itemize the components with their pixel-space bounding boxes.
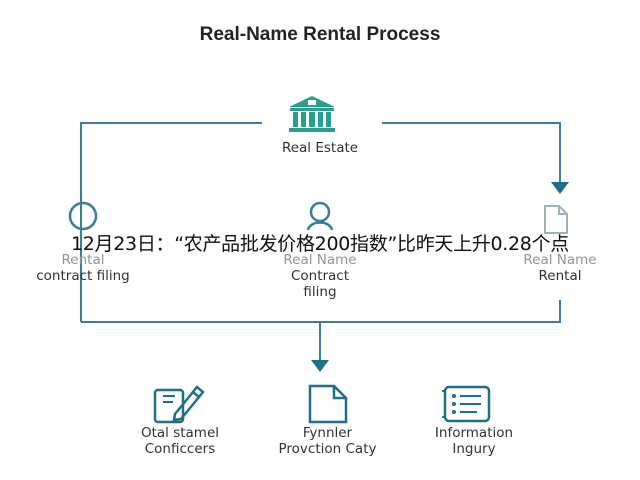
middle-node-2-line3: filing xyxy=(303,284,337,300)
document-icon xyxy=(308,384,348,424)
middle-node-1-label: Rental contract filing xyxy=(18,252,148,284)
bottom-node-2-label: Fynnler Provction Caty xyxy=(255,425,400,457)
connector-bottom-bar xyxy=(81,300,561,323)
bottom-node-1-label: Otal stamel Conficcers xyxy=(110,425,250,457)
building-icon xyxy=(289,96,335,132)
middle-node-3-line2: Rental xyxy=(538,268,582,284)
person-icon xyxy=(306,201,334,231)
middle-node-2-line2: Contract xyxy=(290,268,350,284)
diagram-title: Real-Name Rental Process xyxy=(199,24,441,45)
edit-document-icon xyxy=(153,385,205,424)
person-icon xyxy=(68,201,98,231)
middle-node-2-line1: Real Name xyxy=(283,252,357,268)
overlay-caption: 12月23日：“农产品批发价格200指数”比昨天上升0.28个点 xyxy=(70,233,569,255)
arrowhead-middle xyxy=(311,360,329,372)
bottom-node-2-line1: Fynnler xyxy=(302,425,353,441)
bottom-node-1-line1: Otal stamel xyxy=(140,425,220,441)
middle-node-1-line1: Rental xyxy=(61,252,105,268)
bottom-node-3-label: Information Ingury xyxy=(404,425,544,457)
bottom-node-3-line1: Information xyxy=(434,425,514,441)
arrowhead-right xyxy=(551,182,569,194)
middle-node-3-line1: Real Name xyxy=(523,252,597,268)
document-icon xyxy=(544,205,568,234)
connector-top-right xyxy=(382,122,561,182)
bottom-node-1-line2: Conficcers xyxy=(144,441,216,457)
bottom-node-2-line2: Provction Caty xyxy=(278,441,377,457)
connector-top-left xyxy=(80,122,262,322)
middle-node-1-line2: contract filing xyxy=(36,268,130,284)
top-node-label: Real Estate xyxy=(281,140,359,156)
list-document-icon xyxy=(442,385,491,423)
middle-node-3-label: Real Name Rental xyxy=(495,252,625,284)
middle-node-2-label: Real Name Contract filing xyxy=(255,252,385,300)
bottom-node-3-line2: Ingury xyxy=(452,441,496,457)
